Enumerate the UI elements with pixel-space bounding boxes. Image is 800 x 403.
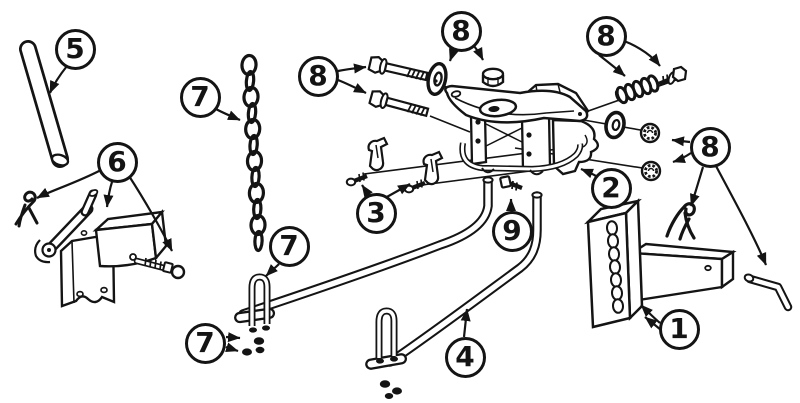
part-serrated-bushing [614,74,660,105]
nut [253,337,265,345]
nut [384,393,394,399]
callout-8a: 8 [297,55,339,97]
bracket-bolt [133,257,186,280]
callout-7b-label: 7 [279,229,299,262]
callout-8c: 8 [585,15,627,57]
callout-8b-label: 8 [451,14,471,47]
callout-3-label: 3 [366,196,386,229]
callout-7a-label: 7 [190,80,210,113]
nut [392,387,402,395]
lever-curl [34,239,51,264]
callout-5: 5 [54,28,96,70]
part-snap-up-bracket-assembly [14,189,186,308]
callout-7c-label: 7 [195,326,215,359]
callout-8a-label: 8 [308,59,328,92]
callout-8b: 8 [440,10,482,52]
callout-6-label: 6 [107,145,127,178]
part-hook-bolt [499,175,523,191]
callout-8c-label: 8 [596,19,616,52]
callout-4: 4 [444,336,486,378]
callout-4-label: 4 [455,340,475,373]
part-sway-bar-tube [19,40,70,168]
hitch-clip-pin-right [665,202,696,241]
part-washer-top [426,62,448,96]
part-head-bolts [367,54,431,122]
nut [379,380,391,388]
callout-9-label: 9 [502,214,522,247]
callout-9: 9 [491,210,533,252]
nut [255,346,265,354]
callout-2-label: 2 [601,171,621,204]
part-spring-bar-right [365,191,543,399]
callout-2: 2 [590,167,632,209]
callout-8d: 8 [689,126,731,168]
part-pivot-washer [604,110,626,140]
callout-5-label: 5 [65,32,85,65]
part-spring-bar-left [234,176,494,356]
callout-8d-label: 8 [700,130,720,163]
hitch-clip-pin-left [14,190,39,228]
part-lock-nuts [639,122,662,182]
part-hitch-pin [743,273,793,312]
callout-7b: 7 [268,225,310,267]
part-hitch-head-assembly [444,82,599,176]
callout-1: 1 [658,308,700,350]
part-bushing-cap [481,67,505,88]
callout-1-label: 1 [669,312,689,345]
callout-3: 3 [355,192,397,234]
callout-6: 6 [96,141,138,183]
callout-7a: 7 [179,76,221,118]
part-bushing-bolt [658,65,688,87]
u-bolt [375,307,398,358]
callout-7c: 7 [184,322,226,364]
part-shank [584,198,737,329]
part-chain [240,53,267,253]
nut [242,348,252,356]
shank-adjustment-holes [605,220,625,314]
